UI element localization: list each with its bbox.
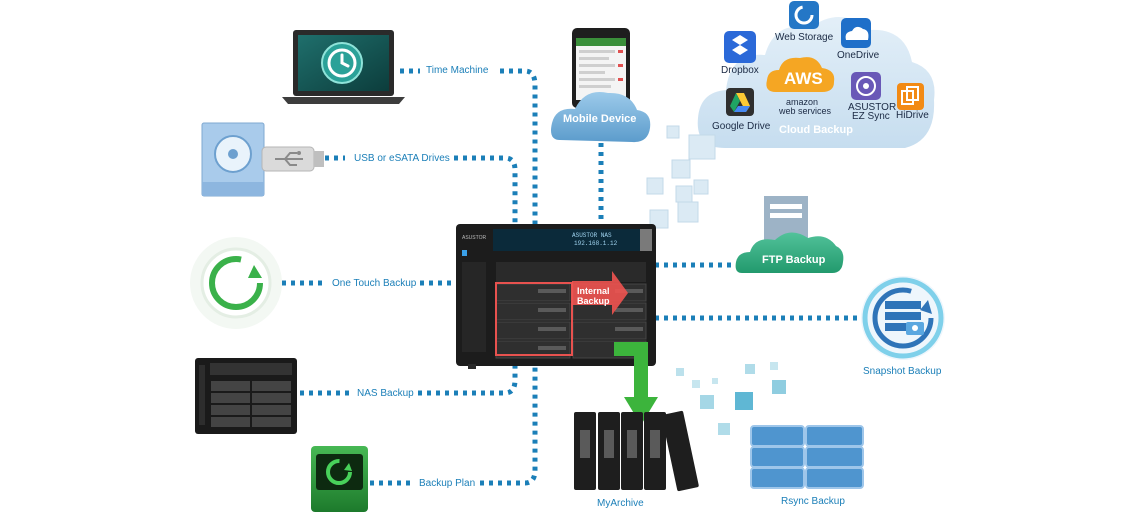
connector-backup-plan [370,365,538,486]
dropbox-icon [724,31,756,63]
usb-stick-icon [261,146,324,172]
label-rsync-backup: Rsync Backup [781,496,845,507]
label-hidrive: HiDrive [896,110,929,121]
web-storage-icon [789,1,819,29]
connector-usb [325,155,518,225]
label-dropbox: Dropbox [721,65,759,76]
one-touch-icon [190,237,282,329]
label-asustor-line2: EZ Sync [852,111,890,122]
backup-plan-drive-icon [311,446,368,512]
label-myarchive: MyArchive [597,498,644,509]
connector-lines [282,68,860,486]
nas-display-line1: ASUSTOR NAS [572,232,612,239]
label-mobile-device: Mobile Device [563,113,637,125]
nas-brand-label: ASUSTOR [462,235,487,241]
label-usb-esata: USB or eSATA Drives [354,153,450,164]
label-internal-line2: Backup [577,296,610,306]
laptop-icon [282,30,405,104]
label-ftp-backup: FTP Backup [762,254,826,266]
label-aws: AWS [784,69,823,88]
label-backup-plan: Backup Plan [419,478,476,489]
ftp-server-icon [735,196,844,273]
myarchive-arrow [614,342,658,425]
label-time-machine: Time Machine [426,65,489,76]
connector-time-machine [400,68,538,225]
label-google-drive: Google Drive [712,121,771,132]
external-drive-icon [201,122,265,197]
label-aws-line2: web services [779,106,832,116]
rsync-servers-icon [750,425,864,489]
mobile-phone-icon [572,28,630,108]
label-internal-line1: Internal [577,286,610,296]
label-nas-backup: NAS Backup [357,388,414,399]
label-onedrive: OneDrive [837,50,880,61]
asustor-ez-sync-icon [851,72,881,100]
label-snapshot-backup: Snapshot Backup [863,366,942,377]
label-web-storage: Web Storage [775,32,834,43]
onedrive-icon [841,18,871,48]
aws-icon [766,57,835,92]
internal-backup-arrow [572,271,628,315]
google-drive-icon [726,88,754,116]
myarchive-drives-icon [574,410,699,492]
data-squares-decoration [676,362,786,435]
mobile-cloud-shape [551,92,651,143]
data-cubes-decoration [646,125,716,229]
label-asustor-line1: ASUSTOR [848,102,897,113]
label-cloud-backup: Cloud Backup [779,124,853,136]
secondary-nas-icon [195,358,297,434]
label-one-touch: One Touch Backup [332,278,417,289]
nas-display-line2: 192.168.1.12 [574,240,618,247]
snapshot-icon [861,276,945,360]
hidrive-icon [897,83,924,110]
label-aws-line1: amazon [786,97,819,107]
